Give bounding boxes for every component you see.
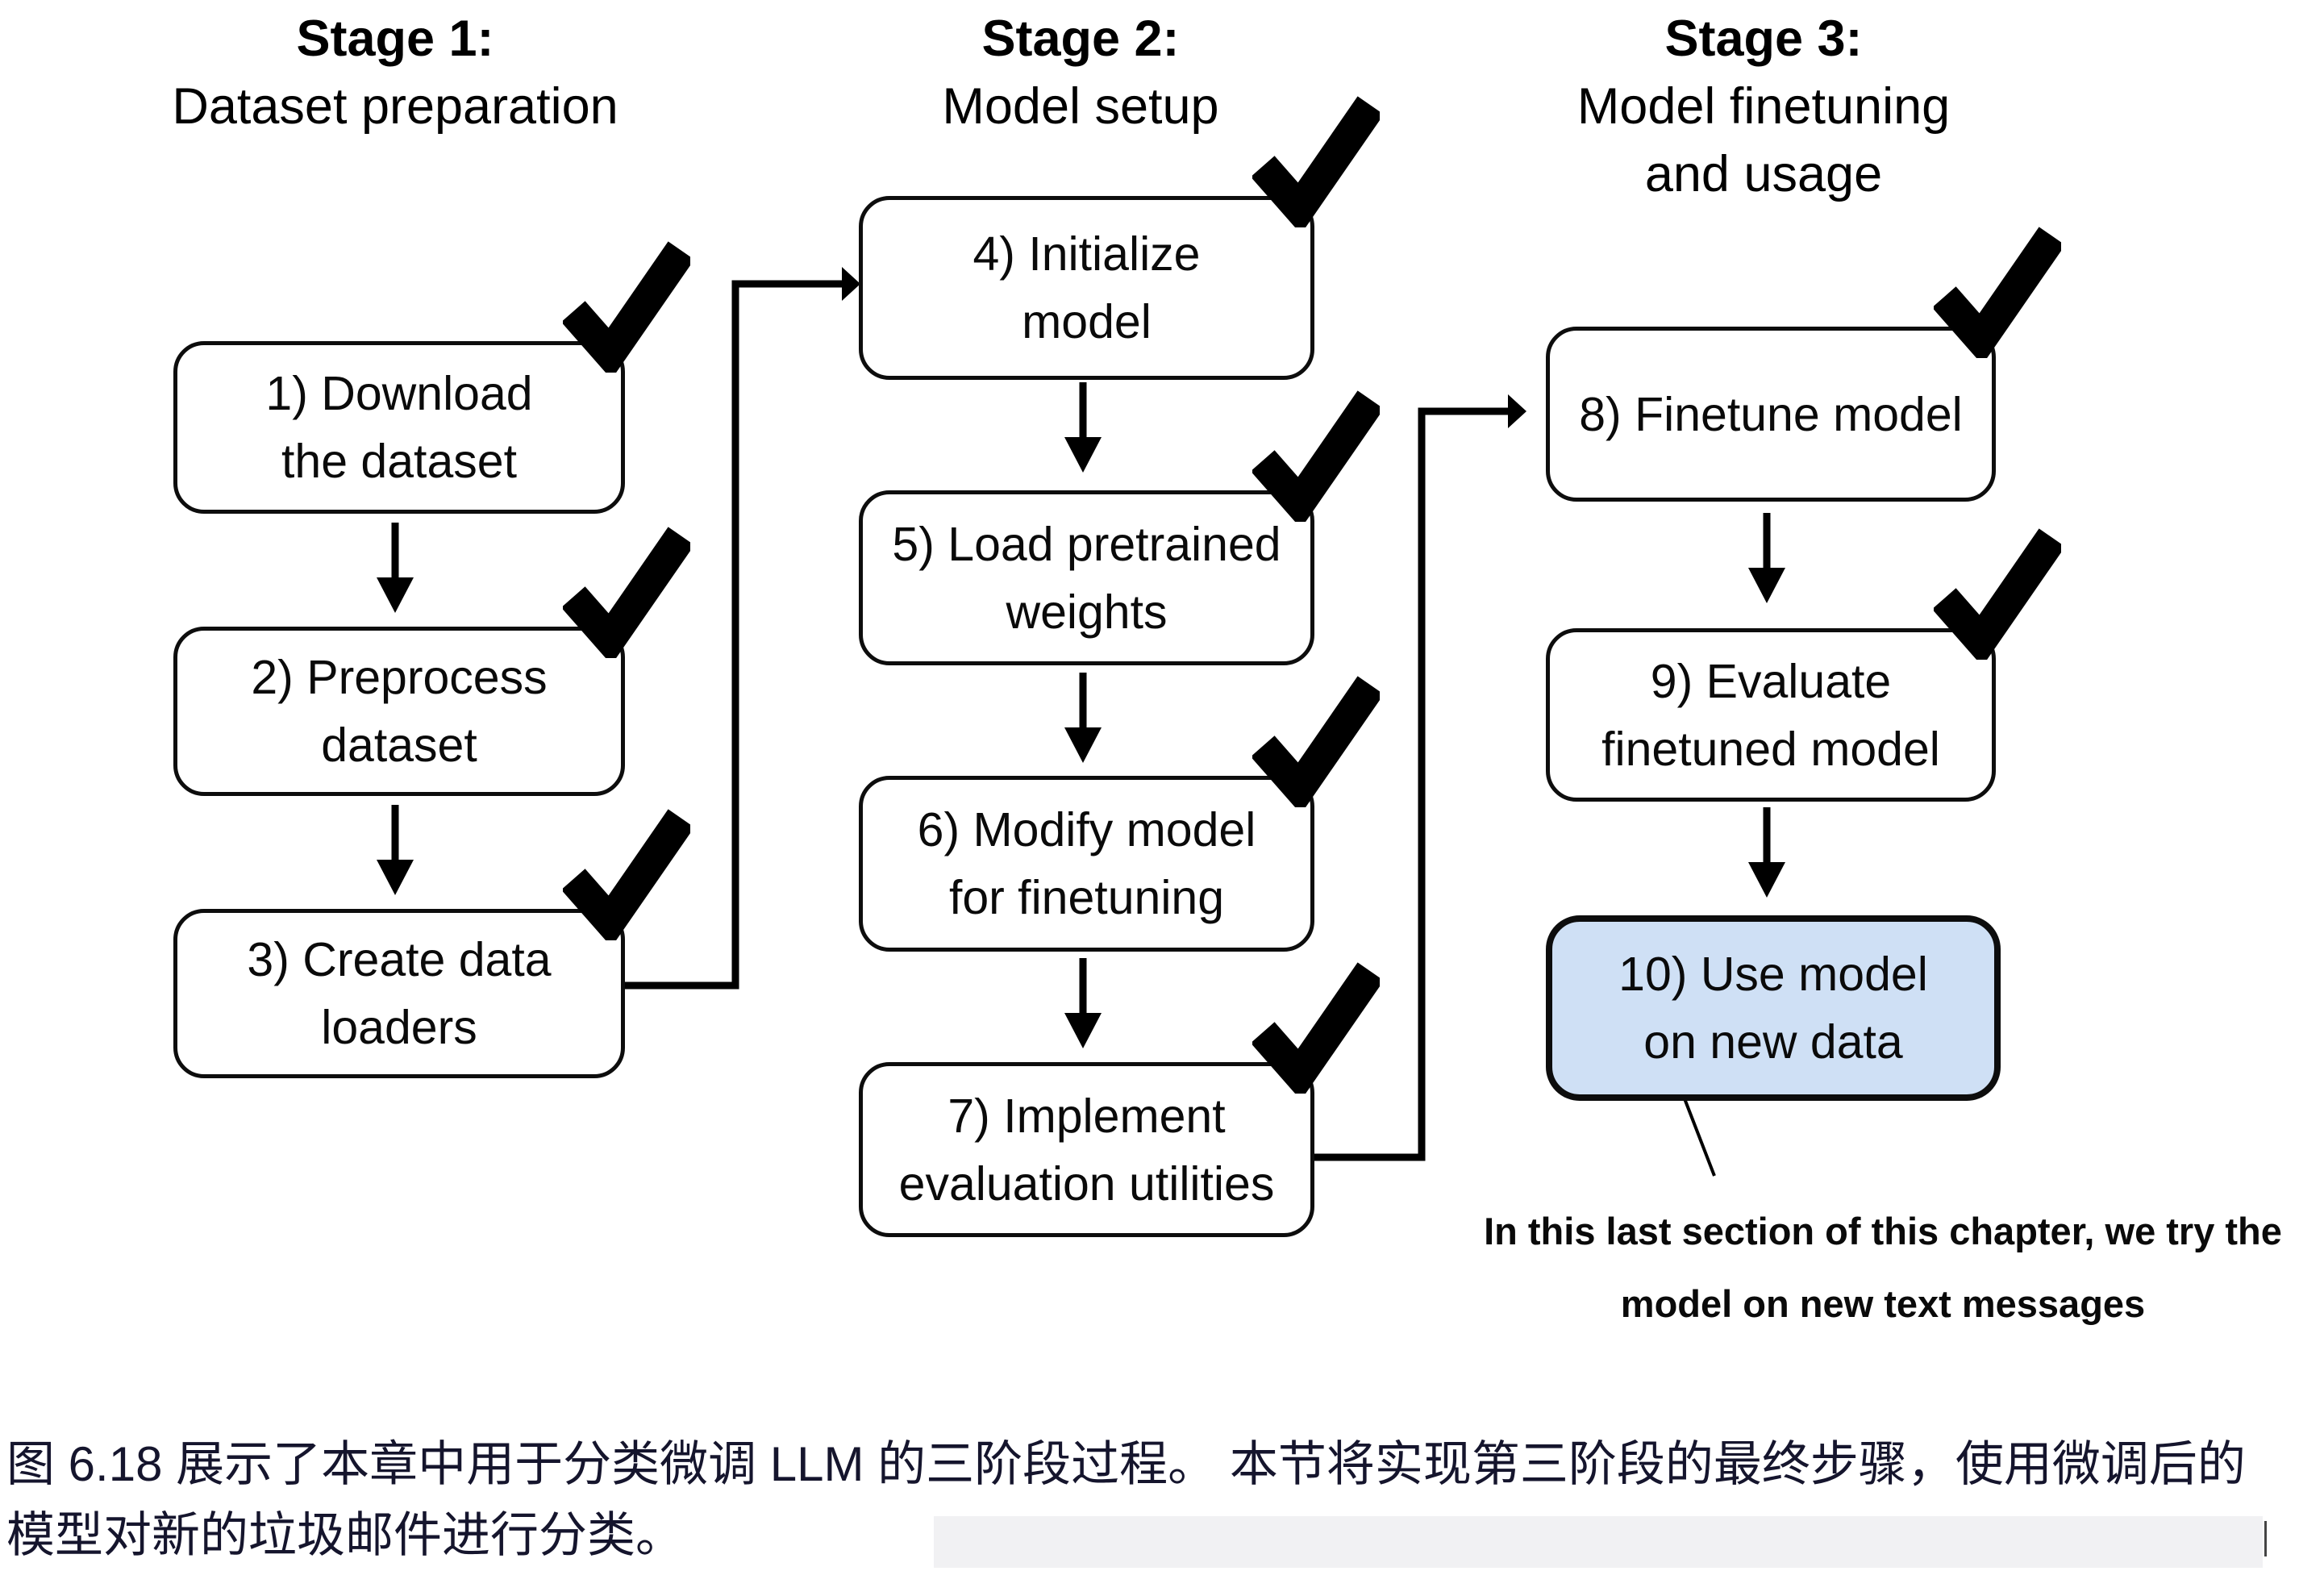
stage-3-header: Stage 3: Model finetuning and usage [1481, 5, 2046, 208]
step-6-label-line-2: for finetuning [948, 871, 1225, 924]
check-icon [563, 241, 690, 373]
stage-2-subtitle: Model setup [942, 78, 1219, 135]
step-box-7-implement-evaluation-utilities: 7) Implement evaluation utilities [859, 962, 1380, 1237]
annotation-text: In this last section of this chapter, we… [1443, 1195, 2322, 1340]
stage-1-header: Stage 1: Dataset preparation [113, 5, 677, 140]
annotation-line-2: model on new text messages [1620, 1282, 2146, 1325]
step-box-5-load-pretrained-weights: 5) Load pretrained weights [859, 390, 1380, 665]
step-box-10-use-model-on-new-data: 10) Use model on new data [1546, 915, 2001, 1101]
step-box-4-initialize-model: 4) Initialize model [859, 96, 1380, 380]
check-icon [563, 527, 690, 658]
step-box-3-create-data-loaders: 3) Create data loaders [173, 809, 690, 1078]
step-4-label: 4) Initialize model [972, 220, 1200, 356]
step-box-1-download-dataset: 1) Download the dataset [173, 241, 690, 514]
step-10-label-line-1: 10) Use model [1618, 948, 1928, 1001]
down-arrow-icon [377, 805, 414, 895]
stage-2-header: Stage 2: Model setup [798, 5, 1363, 140]
footer-band [934, 1516, 2263, 1568]
connector-stage2-to-stage3 [1308, 394, 1526, 1161]
step-3-label-line-2: loaders [321, 1001, 477, 1054]
step-10-label-line-2: on new data [1643, 1015, 1903, 1069]
step-2-label-line-2: dataset [321, 719, 477, 772]
step-5-label: 5) Load pretrained weights [892, 510, 1281, 646]
down-arrow-icon [1748, 513, 1785, 603]
step-2-label-line-1: 2) Preprocess [251, 651, 548, 704]
step-box-6-modify-model: 6) Modify model for finetuning [859, 676, 1380, 952]
check-icon [1252, 390, 1380, 522]
step-box-9-evaluate-finetuned-model: 9) Evaluate finetuned model [1546, 528, 2061, 802]
step-8-label-line-1: 8) Finetune model [1579, 387, 1963, 441]
step-3-label-line-1: 3) Create data [247, 933, 552, 986]
step-box-8-finetune-model: 8) Finetune model [1546, 227, 2061, 502]
step-6-label-line-1: 6) Modify model [917, 803, 1256, 856]
down-arrow-icon [1064, 382, 1102, 473]
step-7-label: 7) Implement evaluation utilities [899, 1082, 1275, 1218]
down-arrow-icon [377, 523, 414, 613]
step-2-label: 2) Preprocess dataset [251, 644, 547, 779]
stage-3-subtitle-line-2: and usage [1644, 146, 1883, 202]
step-5-label-line-1: 5) Load pretrained [892, 517, 1281, 571]
figure-caption: 图 6.18 展示了本章中用于分类微调 LLM 的三阶段过程。 本节将实现第三阶… [6, 1429, 2318, 1571]
step-9-label: 9) Evaluate finetuned model [1601, 648, 1940, 783]
down-arrow-icon [1064, 673, 1102, 763]
stage-3-subtitle-line-1: Model finetuning [1576, 78, 1951, 135]
check-icon [1934, 227, 2061, 358]
step-4-label-line-1: 4) Initialize [972, 227, 1201, 281]
text-cursor [2264, 1521, 2267, 1556]
caption-line-1: 图 6.18 展示了本章中用于分类微调 LLM 的三阶段过程。 本节将实现第三阶… [6, 1437, 2246, 1491]
down-arrow-icon [1748, 807, 1785, 898]
step-1-label-line-2: the dataset [281, 435, 517, 488]
check-icon [1934, 528, 2061, 660]
stage-1-title: Stage 1: [296, 10, 494, 67]
step-9-label-line-2: finetuned model [1601, 722, 1940, 776]
annotation-line-1: In this last section of this chapter, we… [1484, 1210, 2282, 1252]
step-8-label: 8) Finetune model [1579, 381, 1963, 448]
step-1-label-line-1: 1) Download [265, 367, 533, 420]
step-1-label: 1) Download the dataset [265, 360, 532, 495]
stage-3-title: Stage 3: [1664, 10, 1863, 67]
step-4-label-line-2: model [1022, 295, 1152, 348]
check-icon [1252, 676, 1380, 807]
step-10-label: 10) Use model on new data [1618, 940, 1928, 1076]
step-7-label-line-2: evaluation utilities [898, 1156, 1275, 1211]
step-7-label-line-1: 7) Implement [948, 1089, 1226, 1143]
down-arrow-icon [1064, 958, 1102, 1048]
step-9-label-line-1: 9) Evaluate [1650, 654, 1892, 708]
stage-2-title: Stage 2: [981, 10, 1180, 67]
caption-line-2: 模型对新的垃圾邮件进行分类。 [6, 1508, 684, 1562]
step-box-2-preprocess-dataset: 2) Preprocess dataset [173, 527, 690, 796]
check-icon [1252, 962, 1380, 1094]
step-3-label: 3) Create data loaders [247, 926, 551, 1061]
check-icon [563, 809, 690, 940]
step-5-label-line-2: weights [1006, 585, 1168, 639]
stage-1-subtitle: Dataset preparation [172, 78, 618, 135]
step-6-label: 6) Modify model for finetuning [918, 796, 1256, 931]
connector-stage1-to-stage2 [617, 267, 860, 990]
check-icon [1252, 96, 1380, 227]
